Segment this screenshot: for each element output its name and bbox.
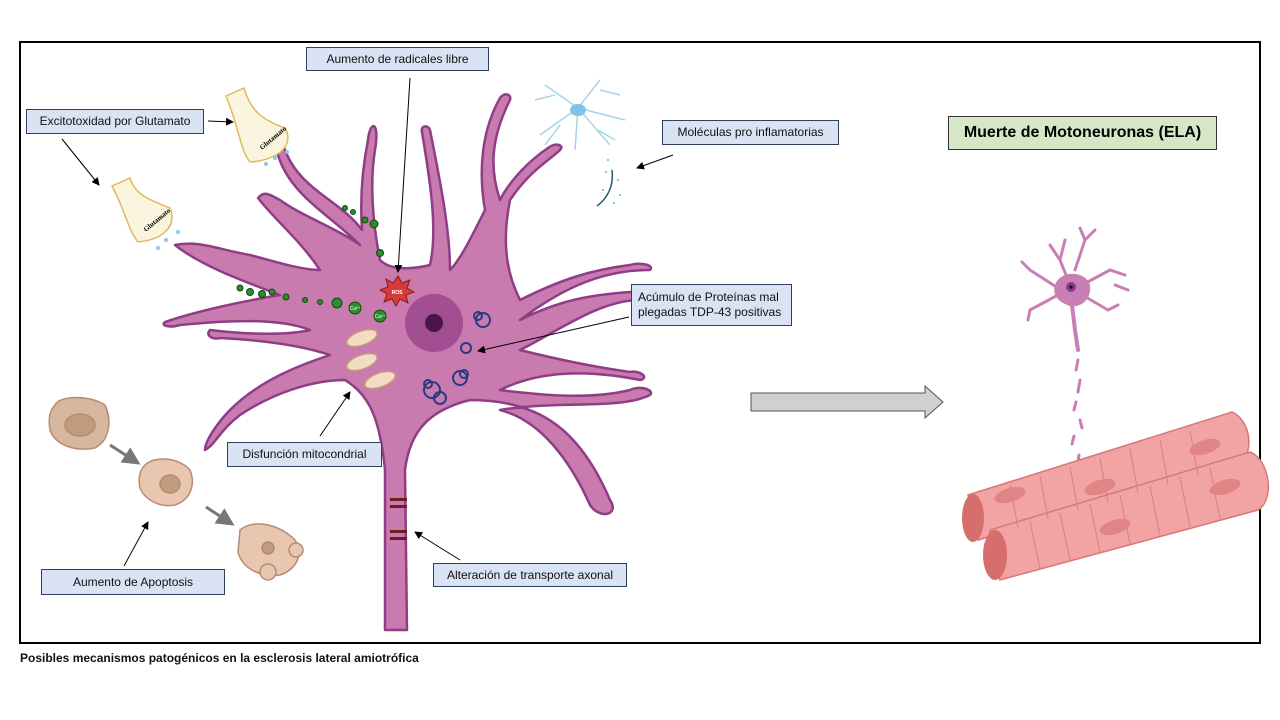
ros-label: ROS — [392, 290, 404, 296]
label-apoptosis: Aumento de Apoptosis — [41, 569, 225, 595]
microglia-body — [570, 104, 586, 116]
calcium-label: Ca²⁺ — [375, 314, 386, 320]
label-mitochondrial-dysfunction: Disfunción mitocondrial — [227, 442, 382, 467]
figure-caption: Posibles mecanismos patogénicos en la es… — [20, 651, 419, 665]
microglia-icon — [534, 79, 626, 151]
label-line: plegadas TDP-43 positivas — [638, 305, 782, 319]
calcium-dots — [236, 205, 387, 323]
result-title: Muerte de Motoneuronas (ELA) — [948, 116, 1217, 150]
transition-arrow-icon — [750, 384, 944, 420]
label-line: Acúmulo de Proteínas mal — [638, 290, 779, 304]
diagram-frame — [19, 41, 1261, 644]
label-glutamate-excitotoxicity: Excitotoxidad por Glutamato — [26, 109, 204, 134]
label-free-radicals: Aumento de radicales libre — [306, 47, 489, 71]
axonal-blockage — [390, 498, 407, 540]
mitochondria — [346, 328, 396, 390]
label-axonal-transport: Alteración de transporte axonal — [433, 563, 627, 587]
cytokines-icon — [596, 159, 621, 207]
label-protein-aggregation: Acúmulo de Proteínas mal plegadas TDP-43… — [631, 284, 792, 326]
apoptosis-cells — [48, 396, 304, 581]
neuron — [162, 93, 653, 632]
ros-burst-icon — [378, 275, 416, 308]
calcium-label: Ca²⁺ — [350, 306, 361, 312]
glutamate-vesicle: Glutamato — [110, 176, 173, 243]
label-inflammatory-molecules: Moléculas pro inflamatorias — [662, 120, 839, 145]
nucleolus — [425, 314, 443, 332]
glutamate-particles — [156, 150, 289, 250]
protein-aggregates — [423, 311, 491, 405]
degenerating-neuron — [1020, 226, 1130, 464]
muscle-fibers — [962, 411, 1270, 581]
glutamate-vesicle: Glutamato — [225, 86, 289, 163]
pointer-arrows — [61, 77, 674, 567]
